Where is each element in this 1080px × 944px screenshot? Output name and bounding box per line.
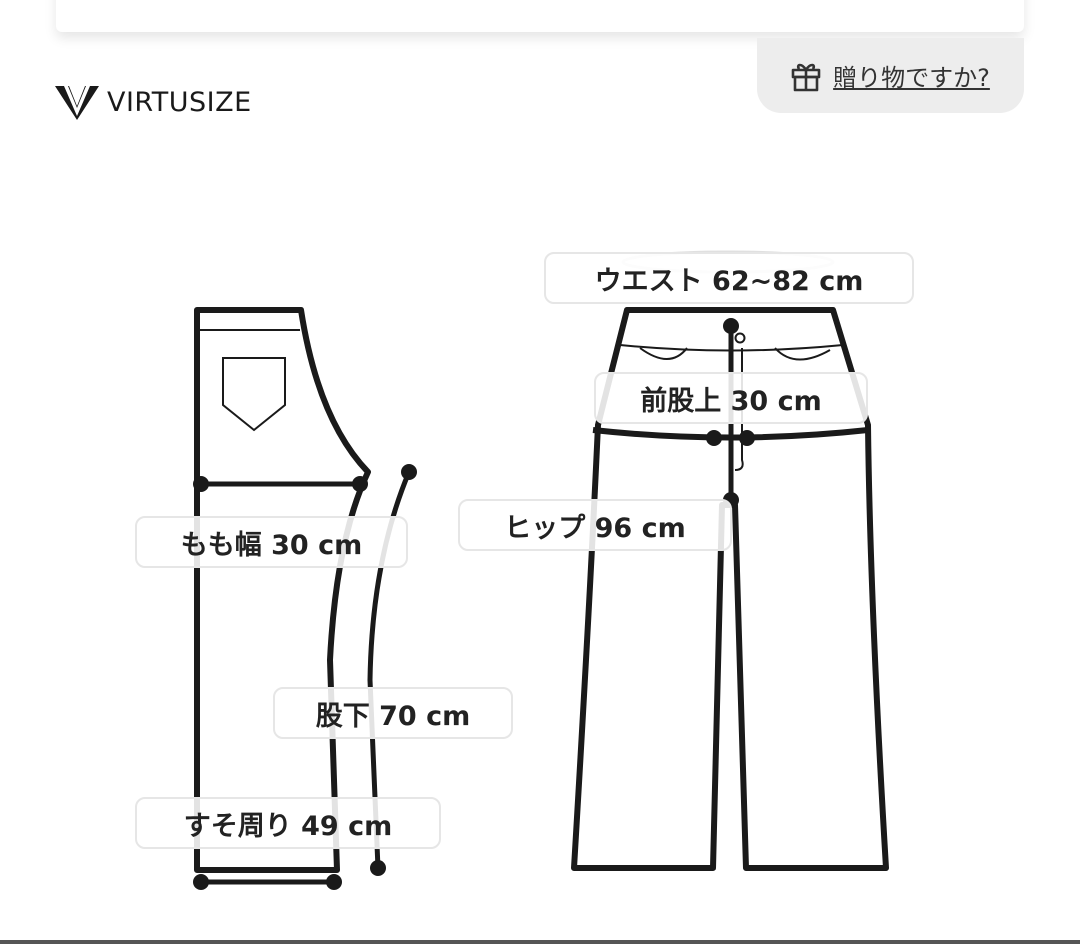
hip-label: ヒップ 96 cm: [458, 499, 732, 551]
inseam-point-top: [401, 464, 417, 480]
hip-point-right: [739, 430, 755, 446]
thigh-point-left: [193, 476, 209, 492]
inseam-point-bottom: [370, 860, 386, 876]
virtusize-logo-icon: [55, 86, 99, 120]
brand-name: VIRTUSIZE: [107, 86, 252, 118]
back-pocket: [222, 357, 286, 432]
gift-link[interactable]: 贈り物ですか?: [833, 64, 990, 92]
waist-label: ウエスト 62~82 cm: [544, 252, 914, 304]
hem-point-right: [326, 874, 342, 890]
hem-label: すそ周り 49 cm: [135, 797, 441, 849]
inseam-measure-line: [367, 471, 412, 869]
virtusize-brand: VIRTUSIZE: [55, 82, 252, 122]
front-rise-label: 前股上 30 cm: [594, 372, 868, 424]
hem-point-left: [193, 874, 209, 890]
thigh-label: もも幅 30 cm: [135, 516, 408, 568]
gift-button[interactable]: 贈り物ですか?: [757, 38, 1024, 113]
inseam-label: 股下 70 cm: [273, 687, 513, 739]
gift-icon: [791, 63, 821, 91]
top-card: [56, 0, 1024, 32]
hip-point-left: [706, 430, 722, 446]
side-view-pants: [194, 307, 371, 873]
bottom-divider: [0, 940, 1080, 944]
thigh-point-right: [352, 476, 368, 492]
rise-point-top: [723, 318, 739, 334]
